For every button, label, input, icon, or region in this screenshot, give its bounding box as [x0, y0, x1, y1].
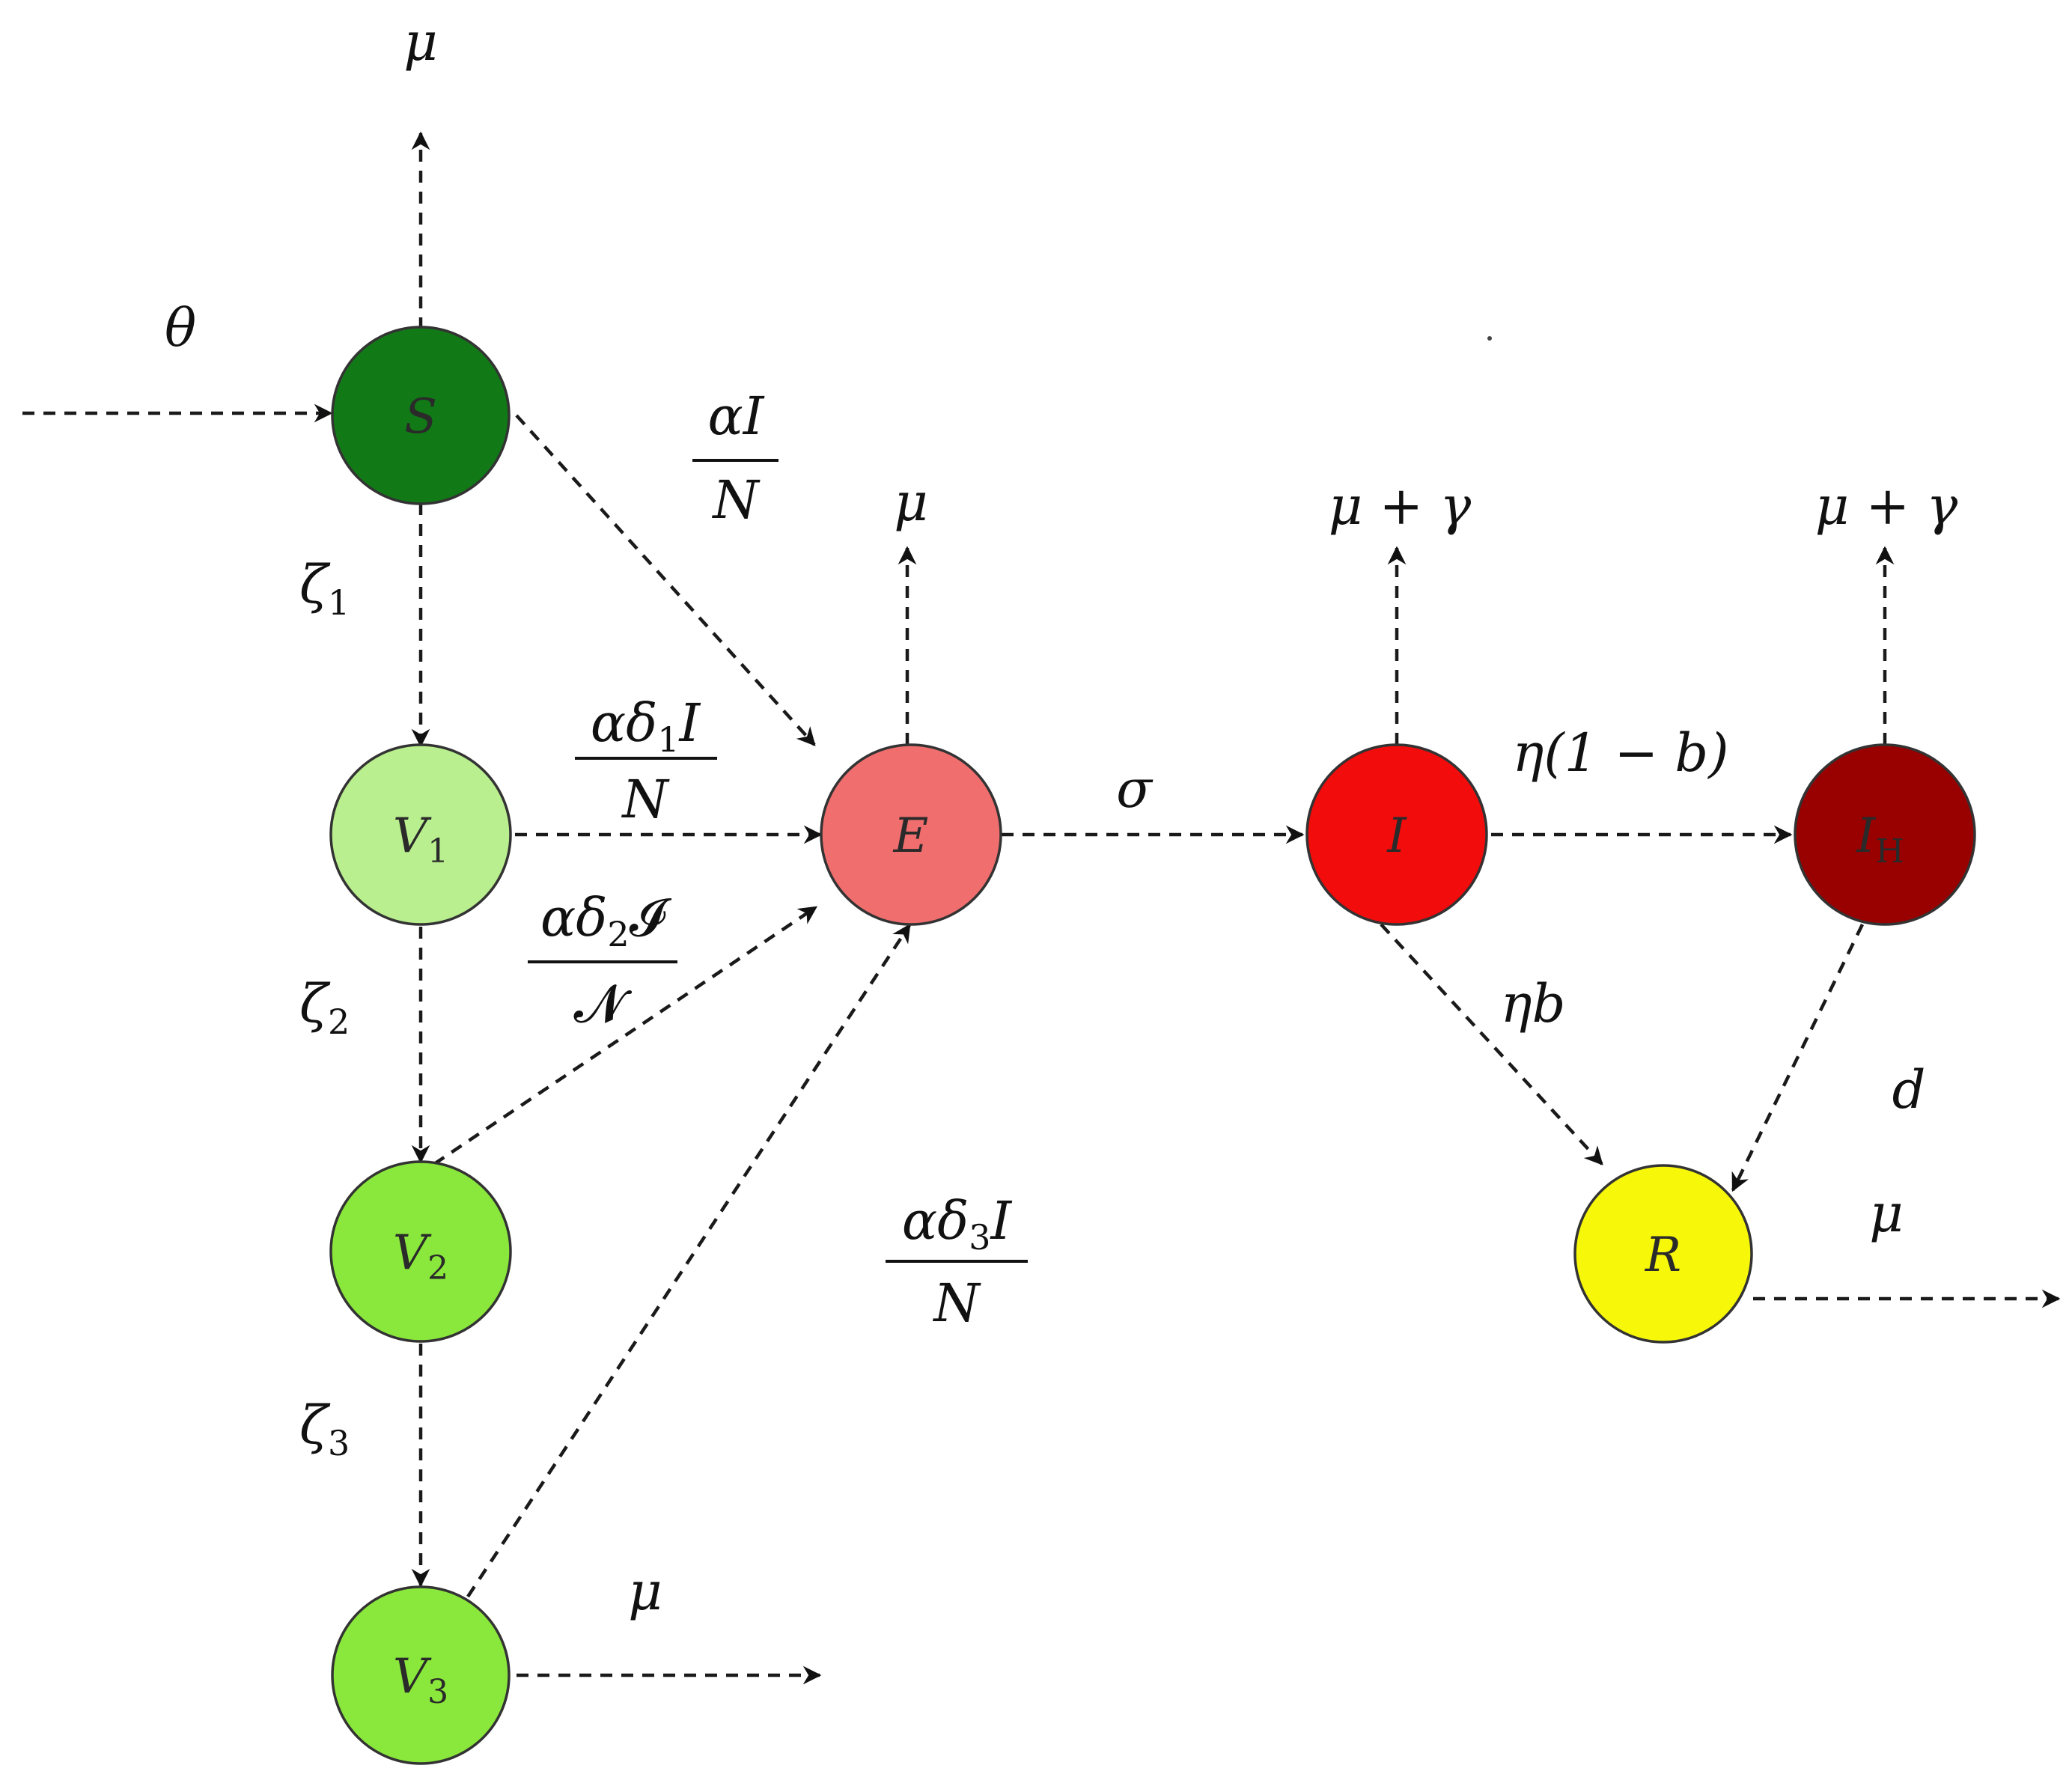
node-v1: V1: [329, 743, 512, 926]
fraction-alpha-delta2-numerator: αδ2𝓘: [540, 887, 672, 954]
node-ih: IH: [1794, 743, 1976, 926]
node-v2-circle: [329, 1160, 512, 1343]
edge-s-to-e: [515, 414, 816, 746]
fraction-alpha-delta3-numerator: αδ3I: [902, 1190, 1013, 1258]
node-e: E: [820, 743, 1002, 926]
node-s-circle: [331, 326, 511, 505]
label-mu-plus-gamma-i: μ + γ: [1329, 475, 1472, 537]
label-zeta3: ζ3: [299, 1395, 350, 1463]
node-r-label: R: [1645, 1228, 1681, 1283]
edge-v2-to-e: [433, 906, 818, 1165]
node-i-circle: [1305, 743, 1488, 926]
node-s: S: [331, 326, 511, 505]
fraction-alpha-i-over-n: αI N: [692, 385, 778, 531]
node-e-circle: [820, 743, 1002, 926]
node-v2-label: V2: [393, 1225, 448, 1287]
node-s-label: S: [404, 389, 437, 445]
label-eta-one-minus-b: η(1 − b): [1512, 722, 1728, 784]
node-i: I: [1305, 743, 1488, 926]
label-mu-plus-gamma-ih: μ + γ: [1815, 475, 1958, 537]
fraction-n-denominator: N: [711, 469, 761, 531]
node-v3: V3: [331, 1585, 511, 1765]
node-ih-circle: [1794, 743, 1976, 926]
label-d: d: [1892, 1059, 1926, 1121]
label-mu-s: μ: [403, 11, 438, 73]
fraction-n-denominator: N: [621, 769, 670, 830]
label-mu-e: μ: [894, 472, 928, 533]
fraction-alpha-i-numerator: αI: [708, 385, 765, 447]
label-mu-v3: μ: [628, 1561, 662, 1622]
node-i-label: I: [1386, 808, 1407, 864]
rate-labels: θ μ ζ1 ζ2 ζ3 αI N αδ1I N αδ2𝓘 𝓝 αδ3I N: [165, 11, 1957, 1622]
label-theta: θ: [165, 297, 196, 359]
fraction-script-n-denominator: 𝓝: [573, 973, 632, 1034]
node-v3-circle: [331, 1585, 511, 1765]
edge-i-to-r: [1380, 923, 1603, 1165]
node-v1-circle: [329, 743, 512, 926]
fraction-n-denominator: N: [932, 1273, 981, 1334]
stray-dot: [1487, 336, 1492, 341]
node-ih-label: IH: [1856, 808, 1904, 871]
node-e-label: E: [893, 808, 929, 864]
label-sigma: σ: [1116, 758, 1154, 820]
fraction-alpha-delta2: αδ2𝓘 𝓝: [528, 887, 677, 1034]
fraction-alpha-delta1-numerator: αδ1I: [591, 692, 701, 760]
node-r-circle: [1573, 1164, 1753, 1344]
node-r: R: [1573, 1164, 1753, 1344]
node-v2: V2: [329, 1160, 512, 1343]
label-eta-b: ηb: [1501, 973, 1566, 1034]
edge-v3-to-e: [466, 923, 911, 1598]
node-v3-label: V3: [393, 1649, 448, 1711]
label-zeta2: ζ2: [299, 973, 350, 1042]
edge-ih-to-r: [1731, 924, 1865, 1192]
fraction-alpha-delta3: αδ3I N: [886, 1190, 1028, 1334]
node-v1-label: V1: [393, 808, 448, 871]
fraction-alpha-delta1: αδ1I N: [575, 692, 717, 830]
edges: [22, 131, 2061, 1685]
label-mu-r: μ: [1869, 1183, 1904, 1244]
label-zeta1: ζ1: [299, 554, 350, 623]
